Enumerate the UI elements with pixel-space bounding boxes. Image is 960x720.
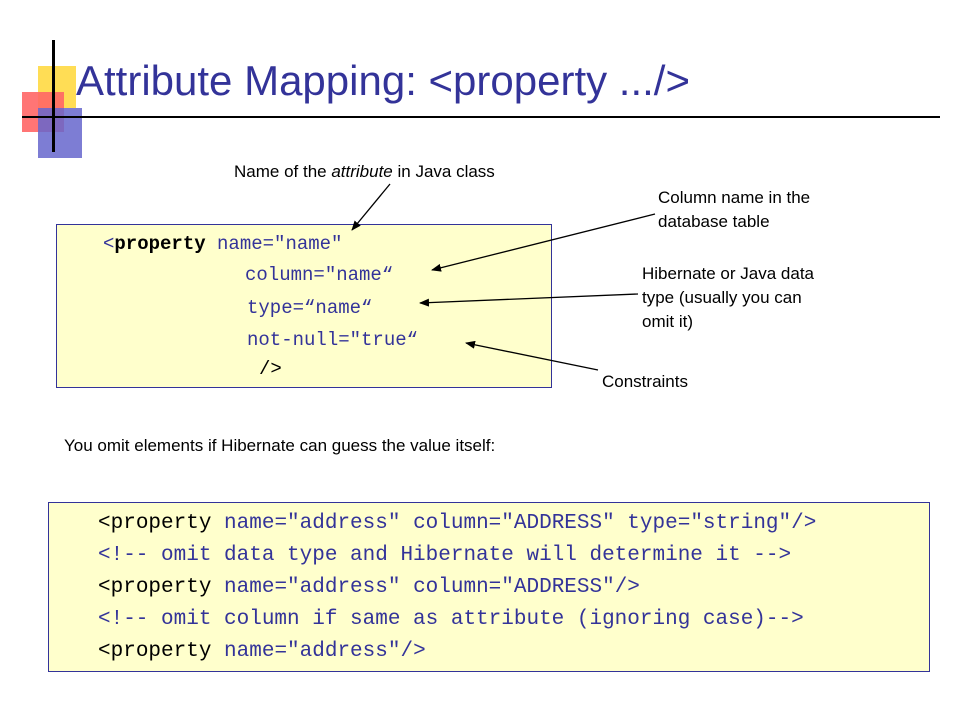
deco-vertical-line [52,40,55,152]
code2-line1-lt: < [98,512,111,535]
annotation-type-line2: type (usually you can [642,288,802,307]
slide-title: Attribute Mapping: <property .../> [76,57,691,104]
code1-line-property: <property name="name" [103,235,342,254]
code2-line-5: <property name="address"/> [98,641,426,662]
code2-line-3: <property name="address" column="ADDRESS… [98,577,640,598]
code1-line-type: type=“name“ [247,297,373,319]
examples-code-box [48,502,930,672]
explanation-text: You omit elements if Hibernate can guess… [64,436,496,455]
annotation-type-line1: Hibernate or Java data [642,264,814,283]
annotation-column-line2: database table [658,212,770,231]
annotation-data-type: Hibernate or Java data type (usually you… [642,262,814,334]
title-underline [22,116,940,118]
code1-tag: property [114,233,206,255]
arrow-constraints [465,340,599,371]
code1-name-attr: name="name" [205,233,343,255]
code1-lt: < [103,233,115,255]
annotation-attribute-suffix: in Java class [392,162,495,181]
annotation-attribute-name: Name of the attribute in Java class [234,160,495,184]
annotation-attribute-emphasis: attribute [331,162,393,181]
code1-line-close: /> [259,358,282,380]
code2-line3-tag: property [110,576,212,599]
property-code-box [56,224,552,388]
arrow-data-type [419,293,639,307]
code1-line-not-null: not-null="true“ [247,329,419,351]
code2-line3-lt: < [98,576,111,599]
code2-line5-rest: name="address"/> [211,640,426,663]
code2-line5-tag: property [110,640,212,663]
code2-line-1: <property name="address" column="ADDRESS… [98,513,816,534]
annotation-constraints: Constraints [602,372,688,391]
code2-line-2: <!-- omit data type and Hibernate will d… [98,545,791,566]
annotation-column-line1: Column name in the [658,188,811,207]
code2-line3-rest: name="address" column="ADDRESS"/> [211,576,640,599]
code2-line4-rest: <!-- omit column if same as attribute (i… [98,608,804,631]
annotation-attribute-prefix: Name of the [234,162,332,181]
code2-line5-lt: < [98,640,111,663]
code1-line-column: column="name“ [245,264,394,286]
arrow-column-name [431,213,656,272]
code2-line1-rest: name="address" column="ADDRESS" type="st… [211,512,817,535]
code2-line1-tag: property [110,512,212,535]
annotation-column-name: Column name in the database table [658,186,810,234]
code2-line-4: <!-- omit column if same as attribute (i… [98,609,804,630]
annotation-type-line3: omit it) [642,312,693,331]
code2-line2-rest: <!-- omit data type and Hibernate will d… [98,544,792,567]
arrow-attribute-name [351,183,391,231]
